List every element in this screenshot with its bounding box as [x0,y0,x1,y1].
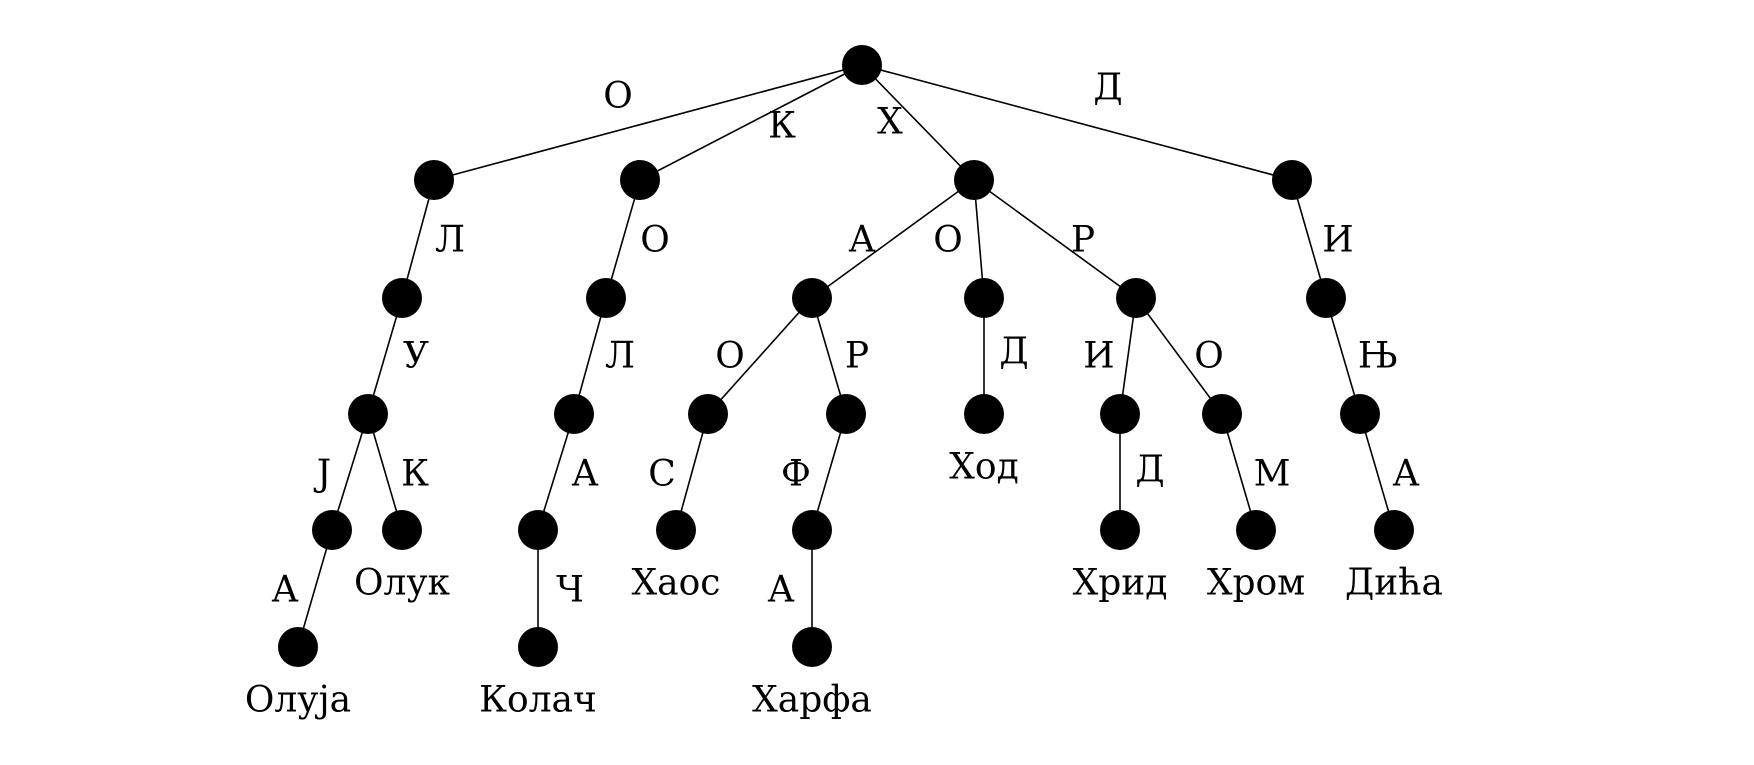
trie-node-KOLA [518,510,558,550]
trie-node-OLU [348,394,388,434]
trie-node-OLUJA [278,627,318,667]
edge-letter-label: И [1083,336,1114,377]
edge-letter-label: С [648,454,676,495]
trie-node-XOD [964,394,1004,434]
trie-node-DINA [1374,510,1414,550]
edge-letter-label: А [848,220,875,261]
edge-letter-label: Х [877,102,903,143]
trie-edge-O-OL [401,179,435,299]
trie-node-XAO [688,394,728,434]
edge-letter-label: Р [1071,220,1095,261]
trie-node-X [954,160,994,200]
trie-edge-KO-KOL [573,297,607,415]
trie-edge-OLU-OLUK [367,413,403,531]
trie-edge-OLU-OLUJ [331,413,369,531]
word-label: Харфа [752,680,872,721]
trie-node-root [842,45,882,85]
trie-node-XRID [1100,510,1140,550]
word-label: Хрид [1073,563,1168,604]
trie-edge-root-D [861,64,1293,181]
word-label: Олуја [245,680,351,721]
trie-edge-KOL-KOLA [537,413,575,531]
trie-node-KOL [554,394,594,434]
edge-letter-label: К [401,454,429,495]
trie-edge-XAO-XAOS [675,413,709,531]
trie-edge-XR-XRO [1135,297,1223,415]
trie-edge-DI-DIN [1325,297,1361,415]
trie-edge-X-XA [811,179,975,299]
word-label: Олук [354,563,451,604]
trie-node-XAR [826,394,866,434]
edge-letter-label: А [571,454,598,495]
trie-node-XARF [792,510,832,550]
trie-node-OLUK [382,510,422,550]
trie-edge-root-O [433,64,863,181]
trie-node-KOLAC [518,627,558,667]
edge-letter-label: Р [845,336,869,377]
word-label: Хаос [632,563,721,604]
edge-letter-label: О [603,76,633,117]
edge-letter-label: Ф [781,454,811,495]
word-label: Дића [1345,563,1443,604]
trie-edge-root-K [639,64,863,181]
trie-node-K [620,160,660,200]
word-label: Хром [1207,563,1305,604]
edge-letter-label: М [1254,454,1291,495]
trie-edge-XA-XAO [707,297,813,415]
trie-node-DI [1306,278,1346,318]
trie-node-XARFA [792,627,832,667]
trie-edge-K-KO [605,179,641,299]
trie-node-XO [964,278,1004,318]
trie-edge-XAR-XARF [811,413,847,531]
trie-node-D [1272,160,1312,200]
edge-letter-label: Д [1093,68,1122,109]
edge-letter-label: Д [1135,450,1164,491]
edge-letter-label: А [1392,454,1419,495]
trie-edge-OL-OLU [367,297,403,415]
trie-node-XRO [1202,394,1242,434]
trie-node-DIN [1340,394,1380,434]
trie-node-XA [792,278,832,318]
edge-letter-label: Д [999,332,1028,373]
word-label: Колач [479,680,597,721]
word-label: Ход [949,447,1018,488]
trie-node-O [414,160,454,200]
trie-node-OL [382,278,422,318]
trie-edge-XRO-XROM [1221,413,1257,531]
edge-letter-label: А [767,570,794,611]
edge-letter-label: Л [435,220,465,261]
trie-edge-XA-XAR [811,297,847,415]
edge-letter-label: У [403,336,429,377]
edge-letter-label: О [1194,336,1224,377]
edge-letter-label: А [271,570,298,611]
labels-layer: О К Х Д Л У Ј К А О Л А Ч А О Р О Р С Ф А Д И О Д М И Њ А Олуја ОлукКо… [245,68,1443,721]
trie-node-XROM [1236,510,1276,550]
trie-node-XRI [1100,394,1140,434]
edge-letter-label: О [715,336,745,377]
edge-letter-label: О [640,220,670,261]
trie-node-OLUJ [312,510,352,550]
edge-letter-label: Њ [1358,336,1398,377]
trie-edge-DIN-DINA [1359,413,1395,531]
trie-node-XR [1116,278,1156,318]
trie-node-XAOS [656,510,696,550]
edge-letter-label: И [1322,220,1353,261]
edge-letter-label: Ч [556,570,584,611]
nodes-layer [278,45,1414,667]
trie-edge-X-XR [973,179,1137,299]
trie-edge-OLUJ-OLUJA [297,529,333,648]
edge-letter-label: Ј [313,454,331,495]
edge-letter-label: О [933,220,963,261]
edge-letter-label: Л [605,336,635,377]
trie-edge-D-DI [1291,179,1327,299]
edge-letter-label: К [768,106,796,147]
trie-edge-root-X [861,64,975,181]
trie-node-KO [586,278,626,318]
